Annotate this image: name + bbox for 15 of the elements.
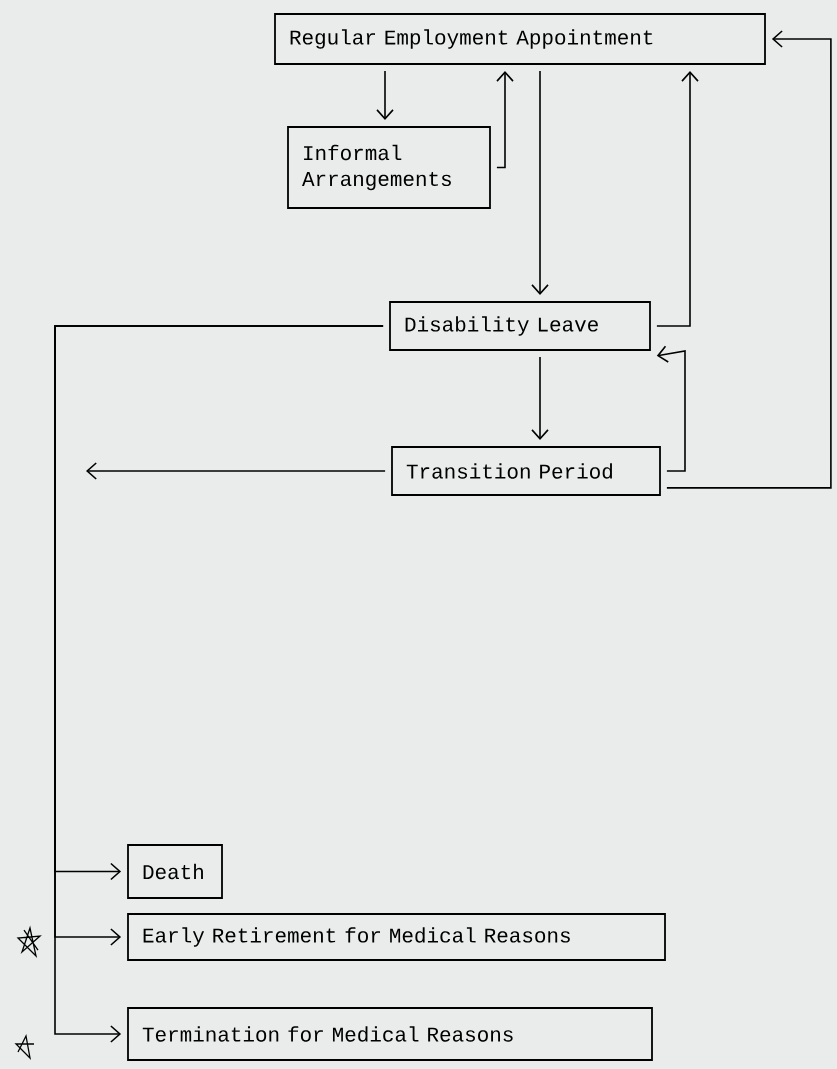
arrow: [656, 345, 686, 472]
arrow: [86, 462, 386, 480]
process-box: Early Retirement for Medical Reasons: [127, 913, 666, 961]
process-box: Death: [127, 844, 223, 899]
arrow: [531, 70, 549, 296]
arrow: [376, 70, 394, 121]
arrow: [666, 30, 832, 489]
arrow: [496, 70, 514, 169]
process-box: Transition Period: [391, 446, 661, 496]
process-box: Informal Arrangements: [287, 126, 491, 209]
process-box: Disability Leave: [389, 301, 651, 351]
process-box: Regular Employment Appointment: [274, 13, 766, 65]
arrow: [656, 70, 699, 327]
arrow: [531, 356, 549, 441]
process-box: Termination for Medical Reasons: [127, 1007, 653, 1061]
